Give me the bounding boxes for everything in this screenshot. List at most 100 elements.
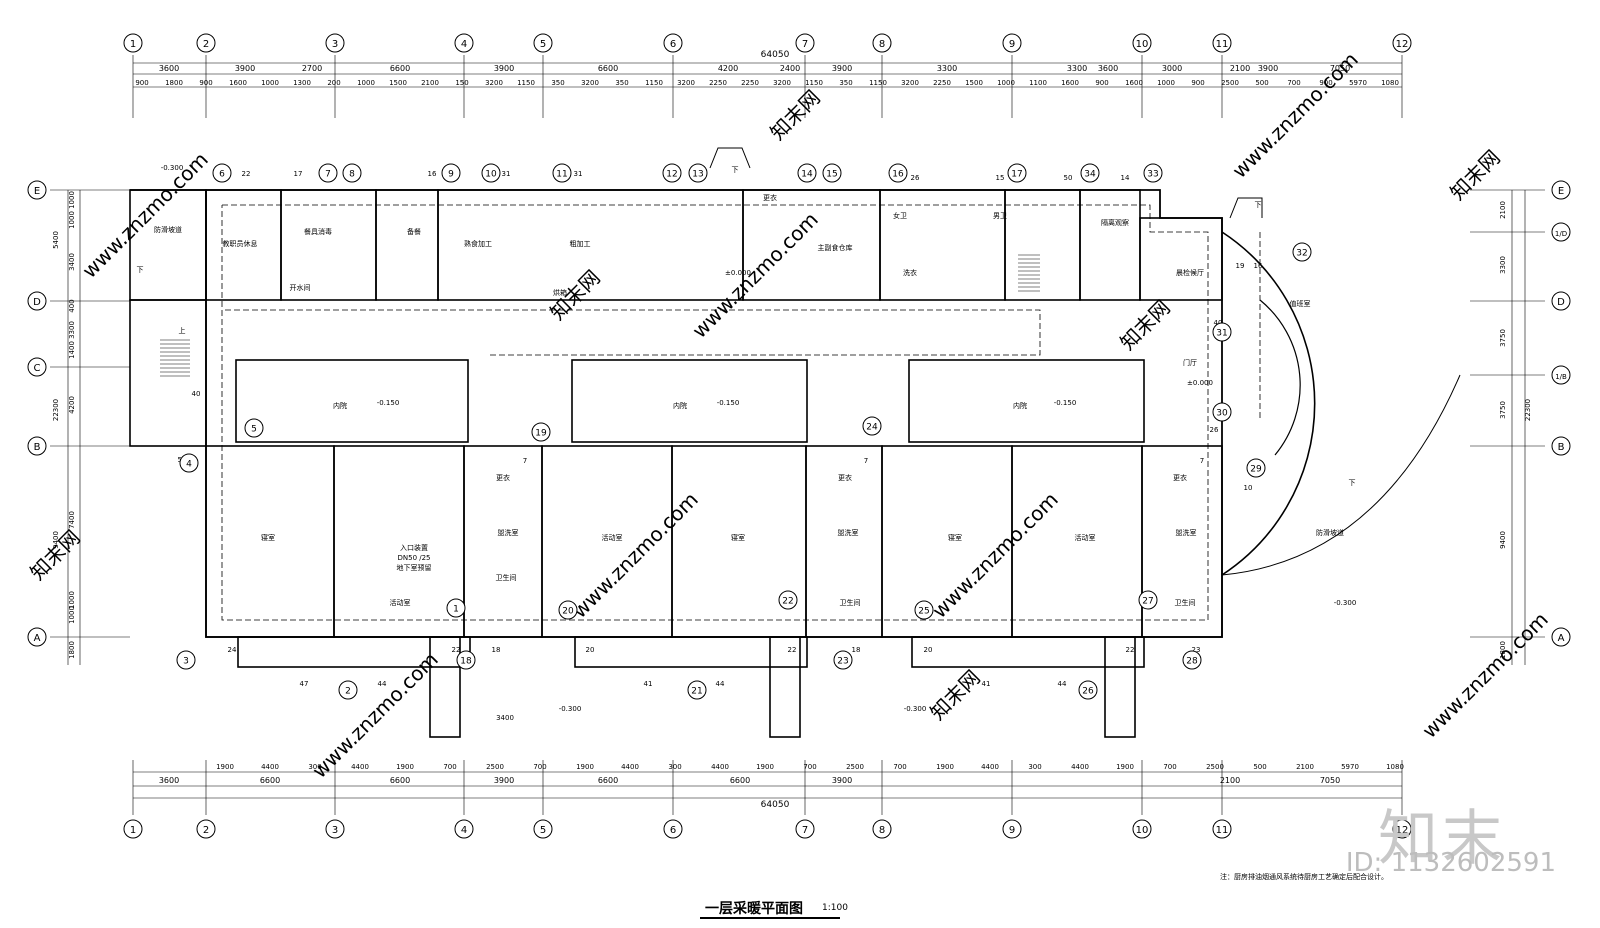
dim-top-detail: 1300 <box>293 79 311 87</box>
axis-bubble-label: 3 <box>332 39 338 50</box>
room-label-activity: 活动室 <box>390 598 411 607</box>
riser-marker-circle <box>179 453 199 473</box>
room-label-cloak: 更衣 <box>838 473 852 482</box>
radiator-number: 23 <box>1192 646 1201 654</box>
room-label-wash: 盥洗室 <box>1176 528 1197 537</box>
supply-loop <box>221 204 1209 621</box>
dim-top-detail: 350 <box>615 79 628 87</box>
dim-bottom-detail: 2500 <box>1206 763 1224 771</box>
riser-marker-circle <box>531 422 551 442</box>
dim-bottom-bay: 6600 <box>390 776 410 785</box>
riser-marker-number: 14 <box>801 170 813 180</box>
riser-marker-number: 23 <box>837 657 848 667</box>
axis-bubble-circle <box>872 33 892 53</box>
axis-bubble-label: 6 <box>670 39 676 50</box>
room-label-rough: 粗加工 <box>570 239 591 248</box>
riser-marker-number: 8 <box>349 170 355 180</box>
axis-bubble-label: 2 <box>203 825 209 836</box>
riser-marker-circle <box>1143 163 1163 183</box>
radiator-number: 16 <box>428 170 437 178</box>
drawing-title: 一层采暖平面图 <box>705 901 803 917</box>
dim-top-bay: 3600 <box>159 64 179 73</box>
room-label-entrance-note-3: 地下室预留 <box>397 563 432 572</box>
south-room <box>333 445 465 638</box>
axis-bubble-circle <box>795 819 815 839</box>
north-room <box>1079 189 1141 301</box>
riser-marker-number: 4 <box>186 460 192 470</box>
radiator-number: 10 <box>1244 484 1253 492</box>
dim-top-detail: 3200 <box>581 79 599 87</box>
axis-bubble-label: 7 <box>802 39 808 50</box>
radiator-number: 20 <box>586 646 595 654</box>
dim-top-detail: 1000 <box>1157 79 1175 87</box>
watermark-text: www.znzmo.com <box>927 487 1063 623</box>
riser-marker-number: 25 <box>918 607 929 617</box>
axis-bubble-circle <box>27 357 47 377</box>
axis-bubble-circle <box>663 819 683 839</box>
dim-top-bay: 4200 <box>718 64 738 73</box>
room-label-down: 下 <box>1255 201 1262 209</box>
dim-top-detail: 150 <box>455 79 468 87</box>
riser-marker-number: 15 <box>826 170 837 180</box>
dim-bottom-detail: 5970 <box>1341 763 1359 771</box>
axis-bubble-label: 2 <box>203 39 209 50</box>
riser-marker-circle <box>456 650 476 670</box>
axis-bubble-circle <box>1212 819 1232 839</box>
room-label-wash: 盥洗室 <box>498 528 519 537</box>
axis-bubble-circle <box>123 33 143 53</box>
dim-bottom-bay: 7050 <box>1320 776 1340 785</box>
dim-top-bay: 3900 <box>1258 64 1278 73</box>
axis-bubble-circle <box>1132 819 1152 839</box>
riser-marker-circle <box>1212 402 1232 422</box>
room-label-bedroom: 寝室 <box>261 533 275 542</box>
radiator-number: 50 <box>1064 174 1073 182</box>
dim-top-detail: 900 <box>199 79 212 87</box>
axis-bubble-circle <box>27 436 47 456</box>
room-label-female-wc: 女卫 <box>893 211 907 220</box>
room-label-cloak: 更衣 <box>1173 473 1187 482</box>
room-label-main-kitchen: 主副食仓库 <box>818 243 853 252</box>
room-label-entrance-note-1: 入口装置 <box>400 543 428 552</box>
dim-top-detail: 1100 <box>1029 79 1047 87</box>
radiator-number: 15 <box>996 174 1005 182</box>
dim-top-detail: 700 <box>1287 79 1300 87</box>
dim-top-detail: 1150 <box>645 79 663 87</box>
riser-marker-circle <box>1246 458 1266 478</box>
dim-bottom-detail: 700 <box>533 763 546 771</box>
riser-marker-number: 5 <box>251 425 257 435</box>
dim-right: 2100 <box>1499 201 1507 219</box>
level-court: -0.150 <box>717 399 740 407</box>
dim-left: 1000 <box>68 191 76 209</box>
dim-top-bay: 6600 <box>390 64 410 73</box>
axis-bubble-circle <box>454 819 474 839</box>
stair-south-3 <box>1104 636 1136 738</box>
dim-top-detail: 2250 <box>933 79 951 87</box>
axis-bubble-label: 10 <box>1136 825 1149 836</box>
dim-top-bay: 3900 <box>494 64 514 73</box>
axis-bubble-circle <box>196 33 216 53</box>
axis-bubble-circle <box>325 819 345 839</box>
riser-marker-number: 9 <box>448 170 454 180</box>
balcony-2 <box>574 636 808 668</box>
north-room <box>1139 217 1223 301</box>
axis-bubble-label: 3 <box>332 825 338 836</box>
axis-bubble-circle <box>1551 222 1571 242</box>
dim-top-bay: 6600 <box>598 64 618 73</box>
dim-top-detail: 1600 <box>1061 79 1079 87</box>
riser-marker-circle <box>822 163 842 183</box>
room-label-isolation: 隔离观察 <box>1101 218 1129 227</box>
room-label-down: 下 <box>732 166 739 174</box>
axis-bubble-circle <box>533 33 553 53</box>
dim-top-bay: 2100 <box>1230 64 1250 73</box>
room-label-male-wc: 男卫 <box>993 212 1007 220</box>
courtyard-1 <box>235 359 469 443</box>
dim-top-bay: 7050 <box>1330 64 1350 73</box>
axis-bubble-label: B <box>1558 442 1565 453</box>
axis-bubble-label: A <box>34 633 41 644</box>
radiator-number: 22 <box>242 170 251 178</box>
riser-marker-circle <box>481 163 501 183</box>
room-label-up: 上 <box>179 326 186 335</box>
riser-marker-circle <box>1138 590 1158 610</box>
radiator-number: 31 <box>502 170 511 178</box>
room-label-activity: 活动室 <box>1075 533 1096 542</box>
